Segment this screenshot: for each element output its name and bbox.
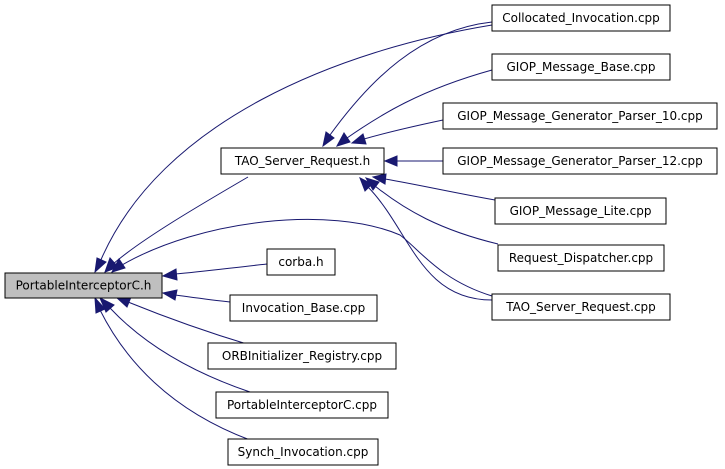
node-portable-interceptor-c-cpp[interactable]: PortableInterceptorC.cpp: [215, 391, 389, 419]
node-label: ORBInitializer_Registry.cpp: [222, 349, 382, 363]
edge-tao-server-request-h-to-portable-interceptor-c-h: [104, 176, 249, 273]
edge-corba-h-to-portable-interceptor-c-h: [161, 263, 268, 281]
node-collocated-invocation-cpp[interactable]: Collocated_Invocation.cpp: [491, 4, 671, 32]
node-corba-h[interactable]: corba.h: [266, 248, 336, 276]
node-label: PortableInterceptorC.cpp: [227, 398, 377, 412]
node-label: GIOP_Message_Generator_Parser_12.cpp: [457, 154, 703, 168]
node-label: Collocated_Invocation.cpp: [502, 11, 660, 25]
edge-tao-server-request-cpp-to-portable-interceptor-c-h: [110, 218, 493, 297]
edge-synch-invocation-cpp-to-portable-interceptor-c-h: [94, 296, 251, 441]
node-request-dispatcher-cpp[interactable]: Request_Dispatcher.cpp: [497, 244, 665, 272]
node-giop-message-lite-cpp[interactable]: GIOP_Message_Lite.cpp: [494, 197, 667, 225]
node-giop-message-generator-parser-12-cpp[interactable]: GIOP_Message_Generator_Parser_12.cpp: [442, 147, 718, 175]
edge-collocated-invocation-cpp-to-tao-server-request-h: [322, 21, 493, 148]
edge-giop-message-generator-parser-12-cpp-to-tao-server-request-h: [383, 155, 443, 167]
node-label: GIOP_Message_Base.cpp: [507, 60, 656, 74]
node-tao-server-request-h[interactable]: TAO_Server_Request.h: [220, 147, 385, 175]
node-portable-interceptor-c-h[interactable]: PortableInterceptorC.h: [4, 272, 163, 299]
node-tao-server-request-cpp[interactable]: TAO_Server_Request.cpp: [491, 293, 671, 321]
edge-giop-message-lite-cpp-to-tao-server-request-h: [371, 173, 496, 201]
node-label: Request_Dispatcher.cpp: [509, 251, 653, 265]
node-label: TAO_Server_Request.cpp: [505, 300, 656, 314]
node-orb-initializer-registry-cpp[interactable]: ORBInitializer_Registry.cpp: [207, 342, 397, 370]
node-synch-invocation-cpp[interactable]: Synch_Invocation.cpp: [227, 438, 379, 466]
node-label: Invocation_Base.cpp: [242, 301, 365, 315]
node-giop-message-base-cpp[interactable]: GIOP_Message_Base.cpp: [491, 53, 671, 81]
node-label: Synch_Invocation.cpp: [238, 445, 369, 459]
node-label: GIOP_Message_Lite.cpp: [510, 204, 652, 218]
node-label: PortableInterceptorC.h: [16, 279, 152, 293]
edge-giop-message-generator-parser-10-cpp-to-tao-server-request-h: [350, 119, 444, 145]
edge-giop-message-base-cpp-to-tao-server-request-h: [335, 69, 493, 147]
edge-tao-server-request-cpp-to-tao-server-request-h: [359, 176, 493, 301]
node-label: GIOP_Message_Generator_Parser_10.cpp: [457, 109, 703, 123]
edge-invocation-base-cpp-to-portable-interceptor-c-h: [161, 289, 231, 303]
edge-portable-interceptor-c-cpp-to-portable-interceptor-c-h: [99, 296, 251, 393]
edge-collocated-invocation-cpp-to-portable-interceptor-c-h: [94, 24, 493, 274]
node-giop-message-generator-parser-10-cpp[interactable]: GIOP_Message_Generator_Parser_10.cpp: [442, 102, 718, 130]
node-label: TAO_Server_Request.h: [234, 154, 370, 168]
node-invocation-base-cpp[interactable]: Invocation_Base.cpp: [229, 294, 378, 322]
node-label: corba.h: [278, 255, 323, 269]
